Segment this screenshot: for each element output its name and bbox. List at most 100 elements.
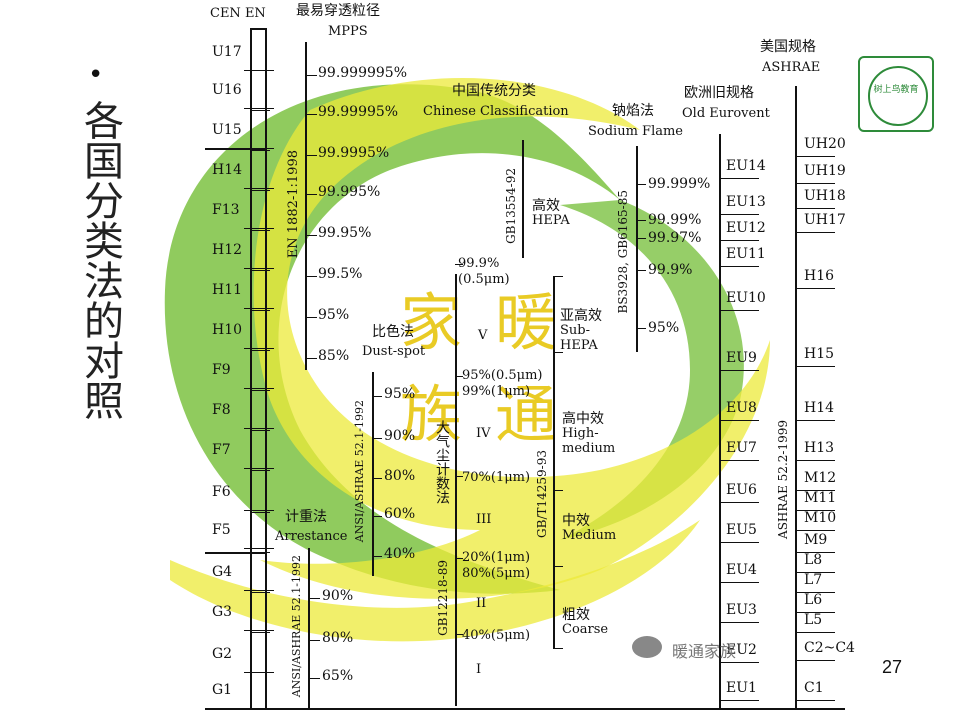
cen-minor-tick [250, 150, 270, 151]
cen-grade-label: H10 [212, 322, 243, 338]
counter-value: 40%(5μm) [462, 628, 531, 643]
mpps-tick [305, 317, 317, 318]
eurovent-tick [719, 700, 759, 701]
dustspot-header-cn: 比色法 [372, 324, 414, 340]
cen-grade-label: F5 [212, 522, 231, 538]
cen-minor-tick [250, 390, 270, 391]
mpps-value: 99.9995% [318, 145, 390, 161]
class-tick [553, 648, 563, 649]
eurovent-grade: EU7 [726, 440, 757, 456]
class-label-cn: 亚高效 [560, 308, 602, 324]
cen-tick [244, 388, 274, 389]
ashrae-grade: M11 [804, 490, 837, 506]
cen-tick [244, 590, 274, 591]
ashrae-grade: H13 [804, 440, 835, 456]
dustspot-value: 60% [384, 506, 416, 522]
counter-tick [455, 376, 463, 377]
ashrae-tick [795, 510, 835, 511]
sodium-standard: BS3928, GB6165-85 [616, 190, 630, 314]
mpps-tick [305, 155, 317, 156]
eurovent-tick [719, 622, 759, 623]
mpps-header-en: MPPS [328, 24, 368, 39]
counter-axis [455, 274, 457, 706]
h14-boundary [205, 148, 267, 150]
dustspot-tick [372, 516, 382, 517]
cen-minor-tick [250, 672, 270, 673]
class-tick [553, 276, 563, 277]
ashrae-header-cn: 美国规格 [760, 39, 816, 55]
counter-value: (0.5μm) [458, 272, 510, 287]
cen-grade-label: G1 [212, 682, 233, 698]
mpps-header-cn: 最易穿透粒径 [296, 3, 380, 19]
counter-tick [455, 476, 463, 477]
ashrae-grade: H14 [804, 400, 835, 416]
sodium-tick [636, 220, 646, 221]
arrestance-tick [308, 598, 320, 599]
counter-tick [455, 558, 463, 559]
eurovent-tick [719, 370, 759, 371]
ashrae-tick [795, 288, 835, 289]
ashrae-tick [795, 700, 835, 701]
ashrae-axis [795, 86, 797, 708]
cen-tick [244, 188, 274, 189]
eurovent-tick [719, 420, 759, 421]
mpps-value: 99.999995% [318, 65, 408, 81]
class-label-cn: 粗效 [562, 607, 590, 623]
chinese-header-en: Chinese Classification [423, 104, 569, 119]
eurovent-tick [719, 542, 759, 543]
arrestance-value: 90% [322, 588, 354, 604]
class-label-en: High- medium [562, 426, 616, 456]
dustspot-value: 80% [384, 468, 416, 484]
cen-tick [244, 630, 274, 631]
cen-minor-tick [250, 430, 270, 431]
eurovent-tick [719, 582, 759, 583]
dustspot-value: 40% [384, 546, 416, 562]
sodium-value: 99.999% [648, 176, 711, 192]
sodium-header-en: Sodium Flame [588, 124, 683, 139]
cen-axis-right [265, 28, 267, 710]
eurovent-tick [719, 460, 759, 461]
cen-tick [244, 510, 274, 511]
sodium-tick [636, 238, 646, 239]
dustspot-tick [372, 438, 382, 439]
ashrae-grade: L5 [804, 612, 823, 628]
cen-minor-tick [250, 230, 270, 231]
eurovent-grade: EU11 [726, 246, 766, 262]
dustspot-tick [372, 556, 382, 557]
eurovent-grade: EU14 [726, 158, 766, 174]
mpps-axis [305, 42, 307, 370]
sodium-tick [636, 328, 646, 329]
cen-grade-label: U15 [212, 122, 242, 138]
eurovent-grade: EU13 [726, 194, 766, 210]
class-label-cn: 中效 [562, 513, 590, 529]
cen-header: CEN EN [210, 6, 266, 21]
cen-grade-label: F8 [212, 402, 231, 418]
cen-minor-tick [250, 592, 270, 593]
ashrae-tick [795, 156, 835, 157]
dustspot-value: 90% [384, 428, 416, 444]
mpps-tick [305, 358, 317, 359]
ashrae-tick [795, 572, 835, 573]
counter-value: 99%(1μm) [462, 384, 531, 399]
ashrae-grade: M10 [804, 510, 837, 526]
eurovent-header-en: Old Eurovent [682, 106, 770, 121]
ashrae-tick [795, 208, 835, 209]
class-label-en: Sub- HEPA [560, 323, 598, 353]
slide-title: 各国分类法的对照 [77, 100, 123, 420]
cen-minor-tick [250, 310, 270, 311]
arrestance-header-cn: 计重法 [285, 509, 327, 525]
ashrae-tick [795, 632, 835, 633]
cen-tick [244, 428, 274, 429]
eurovent-grade: EU12 [726, 220, 766, 236]
ashrae-grade: H15 [804, 346, 835, 362]
counter-value: V [478, 328, 488, 343]
eurovent-axis [719, 134, 721, 708]
ashrae-grade: UH20 [804, 136, 846, 152]
ashrae-grade: M12 [804, 470, 837, 486]
counter-value: 20%(1μm) [462, 550, 531, 565]
watermark-char: 族 [400, 378, 463, 451]
cen-minor-tick [250, 70, 270, 71]
dustspot-tick [372, 396, 382, 397]
sodium-axis [636, 146, 638, 352]
cen-grade-label: H12 [212, 242, 243, 258]
